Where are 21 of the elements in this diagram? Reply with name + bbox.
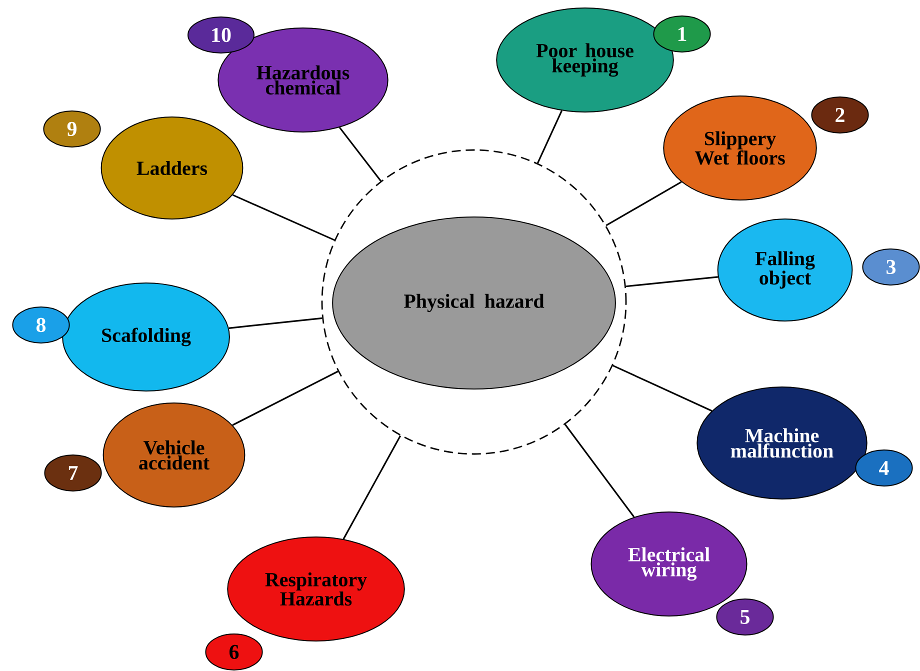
- connector-line: [338, 126, 382, 182]
- number-badge: 8: [12, 306, 70, 344]
- dashed-ring: [321, 149, 627, 455]
- connector-line: [612, 364, 712, 412]
- connector-line: [342, 435, 402, 540]
- connector-line: [626, 276, 718, 288]
- number-badge: 4: [855, 450, 913, 486]
- number-badge: 2: [811, 96, 869, 134]
- number-badge: 6: [205, 634, 263, 670]
- connector-line: [232, 194, 335, 241]
- connector-line: [564, 424, 635, 518]
- number-badge: 7: [44, 454, 102, 492]
- number-badge: 1: [653, 16, 711, 52]
- connector-line: [232, 370, 338, 426]
- connector-line: [536, 110, 562, 164]
- number-badge: 9: [43, 110, 101, 148]
- connector-line: [606, 181, 682, 226]
- number-badge: 10: [188, 16, 254, 54]
- number-badge: 3: [862, 248, 920, 286]
- connector-line: [228, 317, 322, 329]
- number-badge: 5: [716, 598, 774, 636]
